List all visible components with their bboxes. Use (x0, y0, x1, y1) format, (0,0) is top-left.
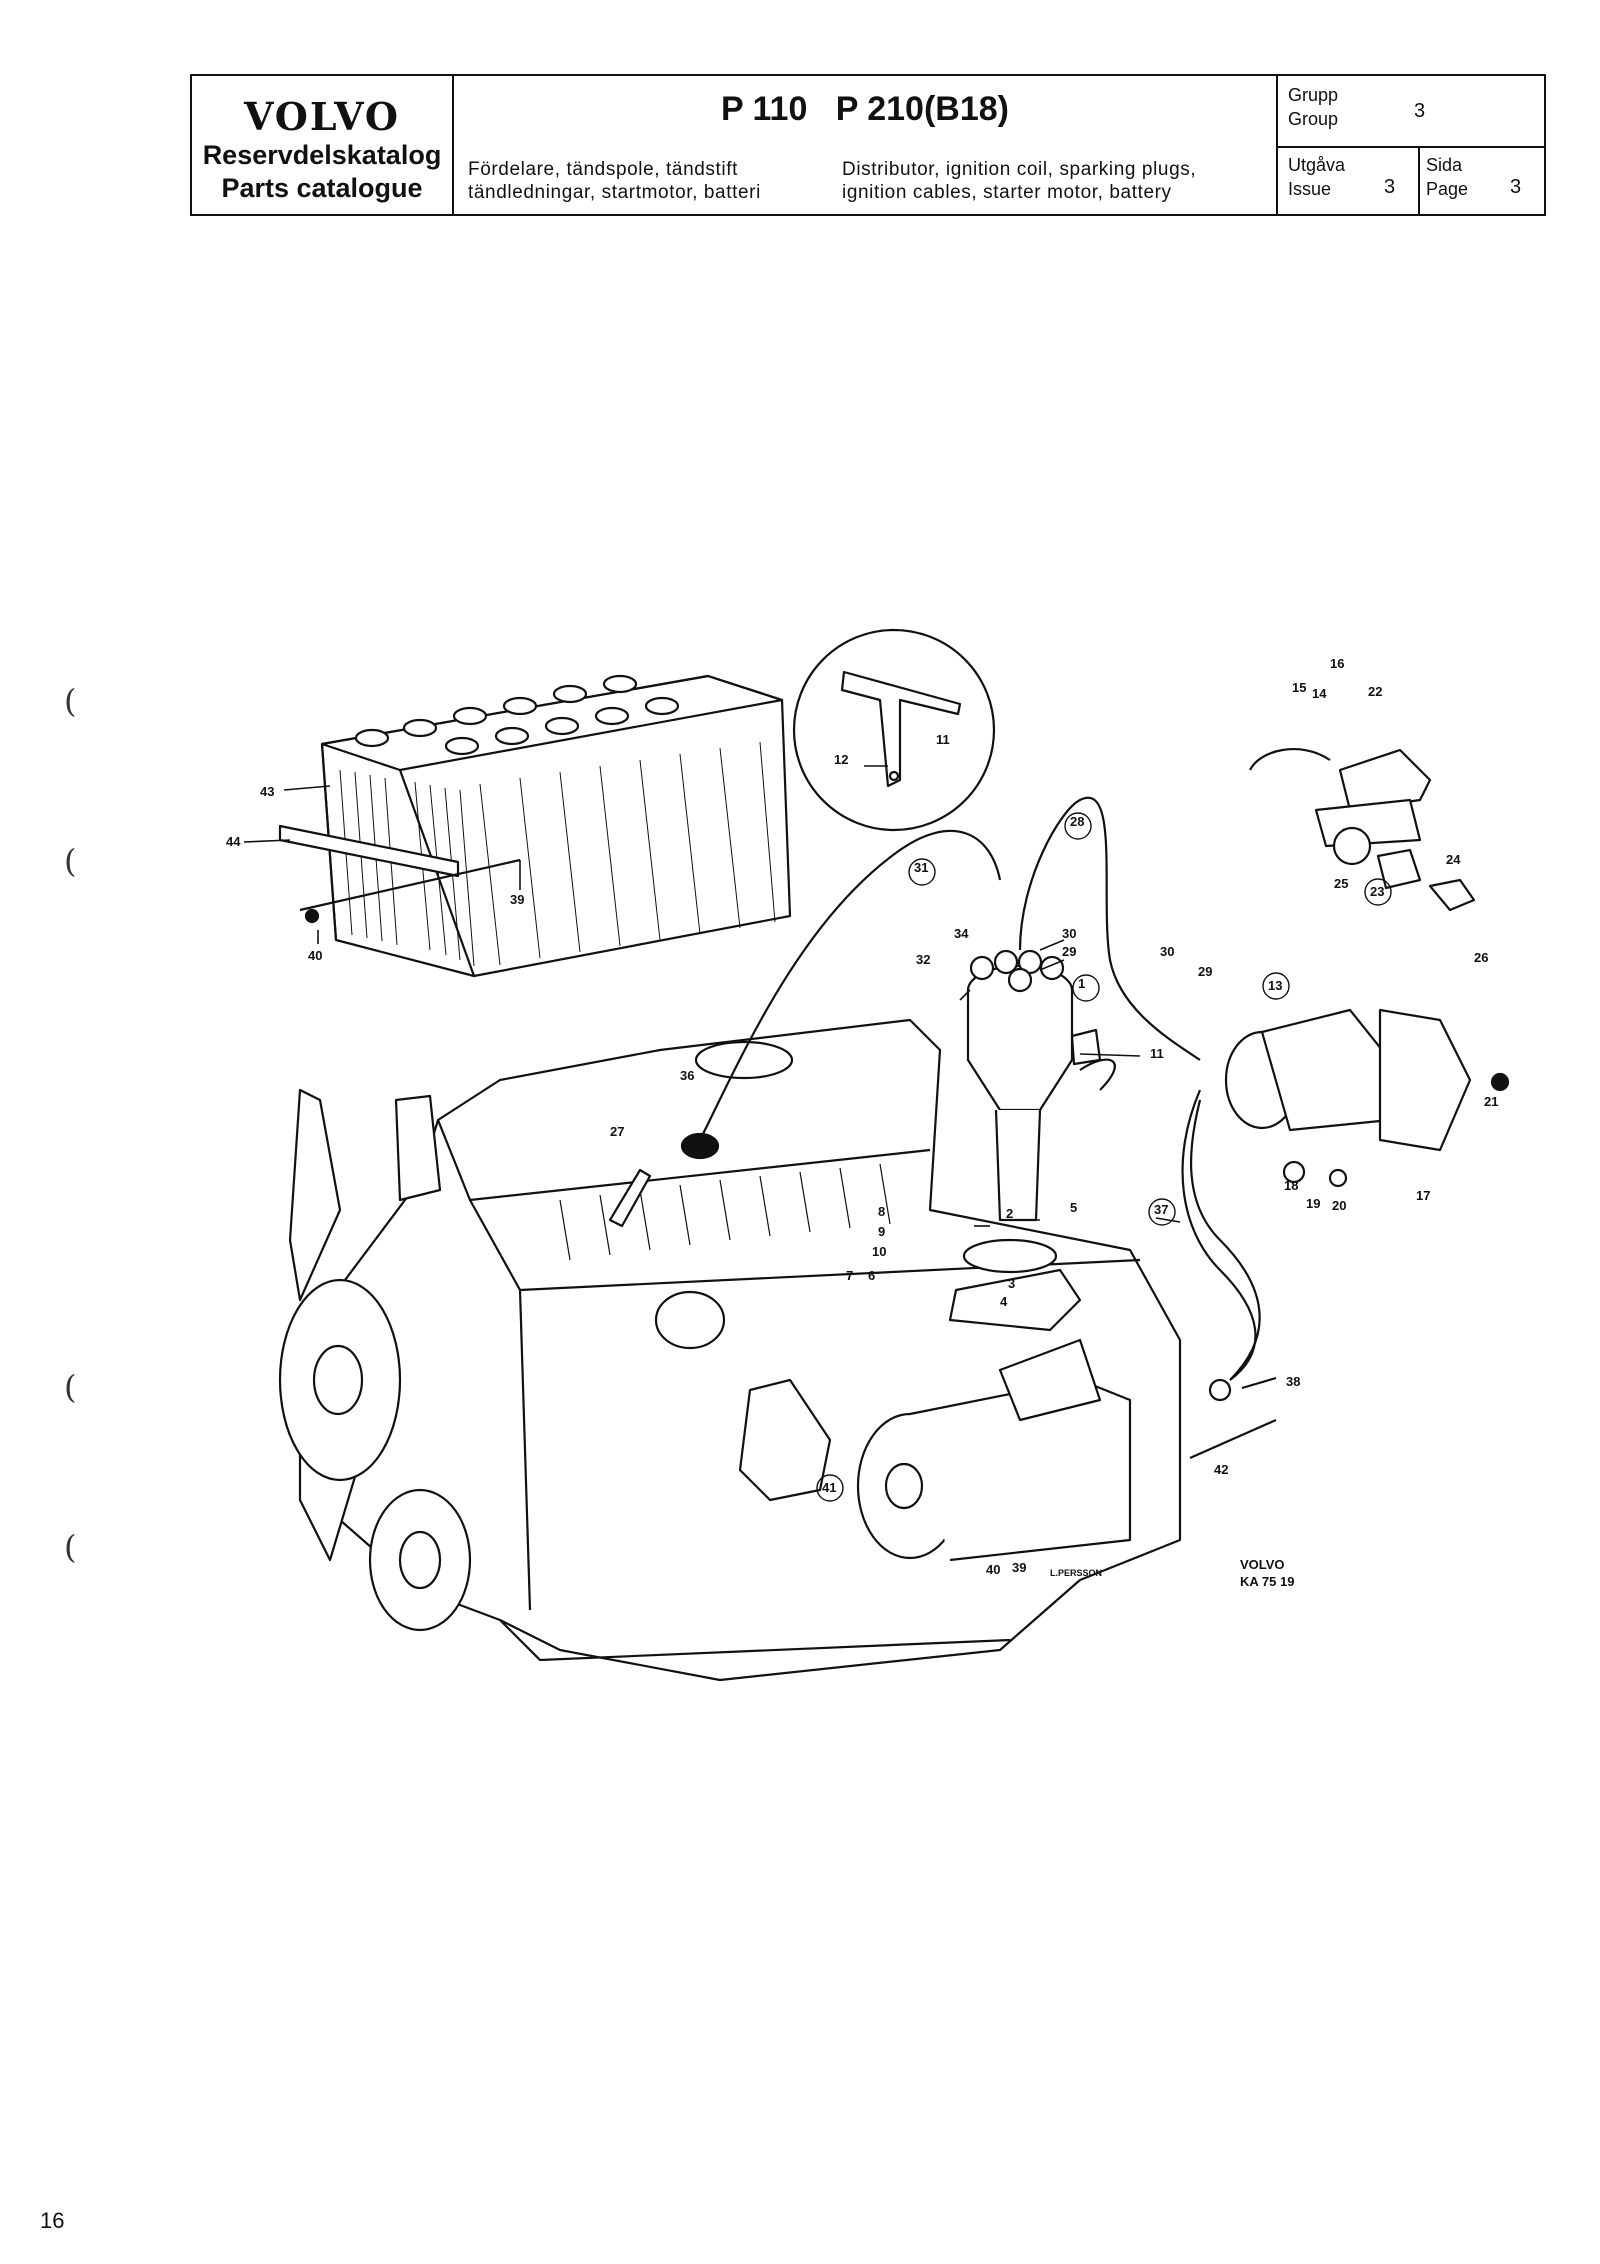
group-box: Grupp Group 3 (1278, 76, 1544, 148)
part-label-7: 7 (846, 1268, 853, 1283)
part-label-circles (816, 812, 1392, 1502)
volvo-logo: VOLVO (243, 94, 401, 139)
part-label-29a: 29 (1062, 944, 1076, 959)
inset-detail (792, 628, 996, 832)
part-label-17: 17 (1416, 1188, 1430, 1203)
part-label-12: 12 (834, 752, 848, 767)
part-label-36: 38 (1286, 1374, 1300, 1389)
binder-mark: ( (64, 1528, 77, 1566)
part-label-32: 32 (916, 952, 930, 967)
part-label-40: 40 (986, 1562, 1000, 1577)
issue-label-en: Issue (1288, 179, 1332, 199)
ignition-switch-drawing (1249, 748, 1476, 912)
part-label-34: 34 (954, 926, 969, 941)
part-labels: 43 44 39 40 12 11 28 31 34 32 30 29 1 11… (226, 656, 1498, 1577)
part-label-2: 2 (1006, 1206, 1013, 1221)
battery-cable (1189, 1099, 1261, 1402)
meta-cell: Grupp Group 3 Utgåva Issue 3 Sida Page 3 (1278, 76, 1544, 214)
part-label-19: 19 (1306, 1196, 1320, 1211)
part-label-22: 22 (1368, 684, 1382, 699)
part-label-29b: 29 (1198, 964, 1212, 979)
part-label-38: 42 (1214, 1462, 1228, 1477)
part-label-35: 37 (1154, 1202, 1168, 1217)
catalog-title-sv: Reservdelskatalog (202, 140, 442, 170)
page-label-en: Page (1426, 179, 1469, 199)
part-label-42: 44 (226, 834, 241, 849)
group-value: 3 (1414, 100, 1426, 122)
part-label-20: 20 (1332, 1198, 1346, 1213)
part-label-23: 23 (1370, 884, 1384, 899)
part-label-39: 39 (1012, 1560, 1026, 1575)
part-label-30b: 30 (1160, 944, 1174, 959)
part-label-11b: 11 (1150, 1046, 1164, 1061)
part-label-15: 15 (1292, 680, 1306, 695)
part-label-27: 27 (610, 1124, 624, 1139)
binder-mark: ( (64, 1368, 77, 1406)
description-sv-line2: tändledningar, startmotor, batteri (468, 182, 761, 203)
model-title: P 110 P 210(B18) (721, 90, 1009, 128)
issue-label-sv: Utgåva (1288, 155, 1346, 175)
distributor-drawing (948, 949, 1102, 1332)
part-label-13: 13 (1268, 978, 1282, 993)
part-label-5: 5 (1070, 1200, 1077, 1215)
page-number: 16 (40, 2208, 65, 2233)
issue-value: 3 (1384, 176, 1396, 198)
group-label-sv: Grupp (1288, 85, 1339, 105)
part-label-9: 9 (878, 1224, 885, 1239)
part-label-24: 24 (1446, 852, 1461, 867)
ignition-coil-drawing (1224, 1008, 1510, 1188)
catalog-title-en: Parts catalogue (221, 173, 423, 203)
part-label-16: 16 (1330, 656, 1344, 671)
page-label-sv: Sida (1426, 155, 1463, 175)
part-label-1: 1 (1078, 976, 1085, 991)
part-label-21: 21 (1484, 1094, 1498, 1109)
credit-line1: VOLVO (1240, 1557, 1285, 1572)
binder-mark: ( (64, 842, 77, 880)
description-sv: Fördelare, tändspole, tändstift tändledn… (468, 158, 761, 204)
part-label-18: 18 (1284, 1178, 1298, 1193)
title-cell: P 110 P 210(B18) Fördelare, tändspole, t… (454, 76, 1278, 214)
description-sv-line1: Fördelare, tändspole, tändstift (468, 159, 738, 180)
part-label-30a: 30 (1062, 926, 1076, 941)
starter-motor-drawing (856, 1338, 1132, 1562)
description-en-line1: Distributor, ignition coil, sparking plu… (842, 159, 1197, 180)
description-en-line2: ignition cables, starter motor, battery (842, 182, 1172, 203)
catalog-header: VOLVO Reservdelskatalog Parts catalogue … (190, 74, 1546, 216)
part-label-44: 40 (308, 948, 322, 963)
part-label-14: 14 (1312, 686, 1327, 701)
page-box: Sida Page 3 (1418, 146, 1544, 214)
credit-line2: KA 75 19 (1240, 1574, 1295, 1589)
leader-lines (243, 765, 1181, 1227)
battery-drawing (278, 674, 792, 978)
group-label-en: Group (1288, 109, 1339, 129)
part-label-6: 6 (868, 1268, 875, 1283)
part-label-43: 39 (510, 892, 524, 907)
part-label-3: 3 (1008, 1276, 1015, 1291)
part-label-41: 43 (260, 784, 274, 799)
part-label-25: 25 (1334, 876, 1348, 891)
drawing-credit: VOLVO KA 75 19 (1240, 1556, 1294, 1590)
part-label-8: 8 (878, 1204, 885, 1219)
part-label-26: 26 (1474, 950, 1488, 965)
part-label-33: 36 (680, 1068, 694, 1083)
part-label-28: 28 (1070, 814, 1084, 829)
binder-mark: ( (64, 682, 77, 720)
part-label-4: 4 (1000, 1294, 1008, 1309)
part-label-11: 11 (936, 732, 950, 747)
page-value: 3 (1510, 176, 1522, 198)
artist-signature: L.PERSSON (1050, 1568, 1102, 1578)
description-en: Distributor, ignition coil, sparking plu… (842, 158, 1196, 204)
part-label-37: 41 (822, 1480, 836, 1495)
brand-cell: VOLVO Reservdelskatalog Parts catalogue (192, 76, 454, 214)
part-label-31: 31 (914, 860, 928, 875)
part-label-10: 10 (872, 1244, 886, 1259)
issue-box: Utgåva Issue 3 (1278, 146, 1420, 214)
engine-drawing (278, 1018, 1182, 1682)
